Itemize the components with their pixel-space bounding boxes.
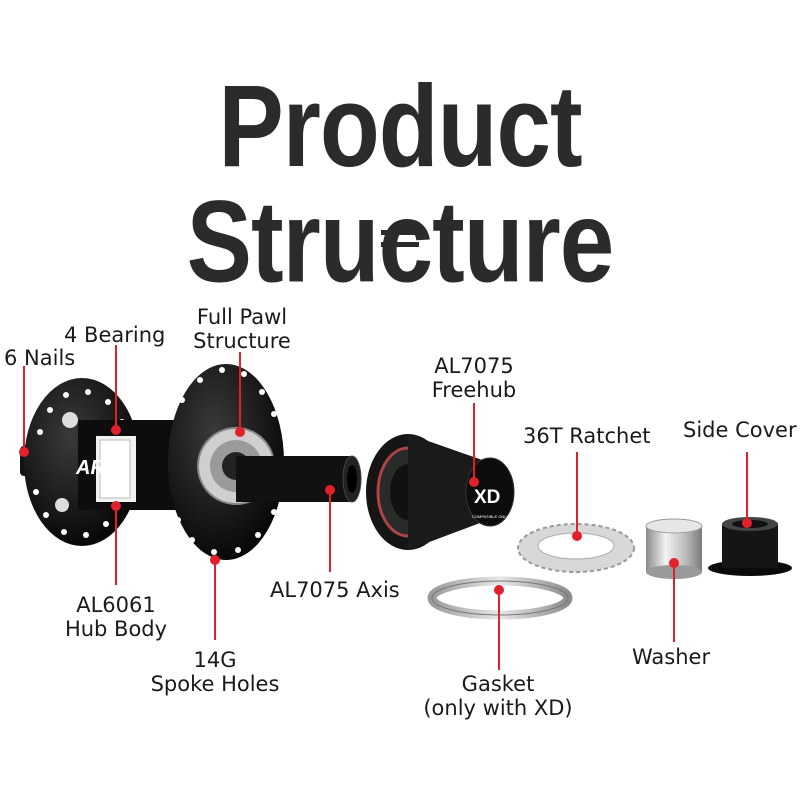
label-spoke-line2: Spoke Holes — [150, 672, 280, 696]
axle-tube — [236, 455, 362, 503]
label-al6061-hub-body: AL6061 Hub Body — [55, 593, 177, 641]
freehub-logo: XD — [474, 487, 500, 508]
callout-dots — [19, 425, 752, 595]
label-14g-spoke-holes: 14G Spoke Holes — [146, 648, 284, 696]
label-freehub-line1: AL7075 — [434, 354, 514, 378]
label-4-bearing: 4 Bearing — [64, 323, 166, 347]
label-side-cover: Side Cover — [683, 418, 797, 442]
ratchet-ring — [517, 523, 635, 573]
callout-lines — [23, 345, 748, 670]
label-gasket-line2: (only with XD) — [423, 696, 573, 720]
label-washer: Washer — [632, 645, 711, 669]
label-al7075-freehub: AL7075 Freehub — [420, 354, 528, 402]
side-cover-part — [708, 517, 792, 576]
label-hub-body-line1: AL6061 — [76, 593, 156, 617]
label-hub-body-line2: Hub Body — [64, 617, 168, 641]
label-full-pawl-line1: Full Pawl — [196, 305, 288, 329]
label-full-pawl: Full Pawl Structure — [180, 305, 304, 353]
label-gasket: Gasket (only with XD) — [418, 672, 578, 720]
label-al7075-axis: AL7075 Axis — [270, 578, 400, 602]
equals-divider-bottom — [381, 242, 419, 247]
freehub: XD COMPATIBLE ONLY — [366, 434, 515, 550]
label-freehub-line2: Freehub — [431, 378, 517, 402]
label-spoke-line1: 14G — [193, 648, 237, 672]
equals-divider-top — [381, 230, 419, 235]
label-gasket-line1: Gasket — [461, 672, 535, 696]
label-36t-ratchet: 36T Ratchet — [523, 424, 651, 448]
hub-logo: ARC — [75, 457, 120, 479]
page-title: Product Structure — [186, 60, 615, 307]
hub-body: ARC — [20, 378, 188, 546]
label-full-pawl-line2: Structure — [193, 329, 291, 353]
label-6-nails: 6 Nails — [4, 346, 76, 370]
freehub-sublogo: COMPATIBLE ONLY — [472, 514, 509, 519]
